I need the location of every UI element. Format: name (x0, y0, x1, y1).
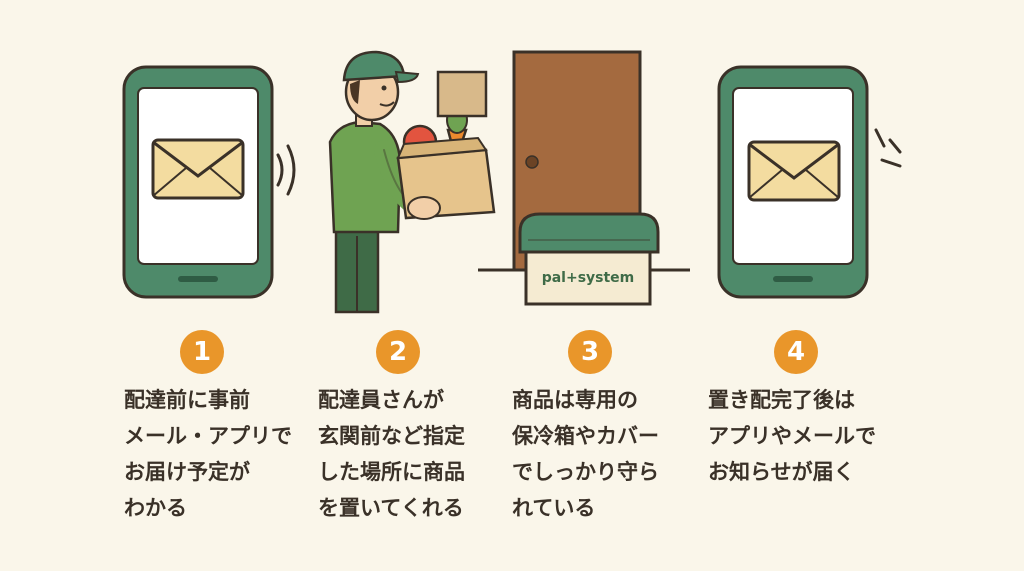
cooler-box-icon (518, 212, 660, 306)
wall-sign (436, 70, 488, 118)
step-2-line: 玄関前など指定 (318, 424, 465, 448)
step-2-line: を置いてくれる (318, 496, 464, 520)
notification-burst-icon (874, 128, 902, 168)
step-1-line: 配達前に事前 (124, 388, 250, 412)
step-4-line: お知らせが届く (708, 460, 855, 484)
step-3-line: 保冷箱やカバー (512, 424, 659, 448)
step-1-line: メール・アプリで (124, 424, 292, 448)
step-1-line: お届け予定が (124, 460, 250, 484)
step-3-description: 商品は専用の 保冷箱やカバー でしっかり守ら れている (512, 382, 702, 526)
step-1-line: わかる (124, 496, 187, 520)
package-box-icon (396, 106, 496, 220)
step-1-description: 配達前に事前 メール・アプリで お届け予定が わかる (124, 382, 314, 526)
step-2-line: 配達員さんが (318, 388, 444, 412)
box-brand-label: pal+system (541, 270, 635, 286)
delivery-person-icon (328, 50, 426, 314)
step-2-number-badge: 2 (376, 330, 420, 374)
envelope-icon (151, 138, 245, 200)
step-4-line: 置き配完了後は (708, 388, 855, 412)
step-4-number-badge: 4 (774, 330, 818, 374)
step-2-description: 配達員さんが 玄関前など指定 した場所に商品 を置いてくれる (318, 382, 508, 526)
step-1-number-badge: 1 (180, 330, 224, 374)
step-3-line: でしっかり守ら (512, 460, 659, 484)
step-3-number-badge: 3 (568, 330, 612, 374)
step-3-line: れている (512, 496, 596, 520)
step-3-line: 商品は専用の (512, 388, 638, 412)
envelope-icon (747, 140, 841, 202)
vibration-waves-icon (276, 144, 296, 196)
step-4-description: 置き配完了後は アプリやメールで お知らせが届く (708, 382, 898, 490)
step-4-line: アプリやメールで (708, 424, 876, 448)
step-2-line: した場所に商品 (318, 460, 465, 484)
